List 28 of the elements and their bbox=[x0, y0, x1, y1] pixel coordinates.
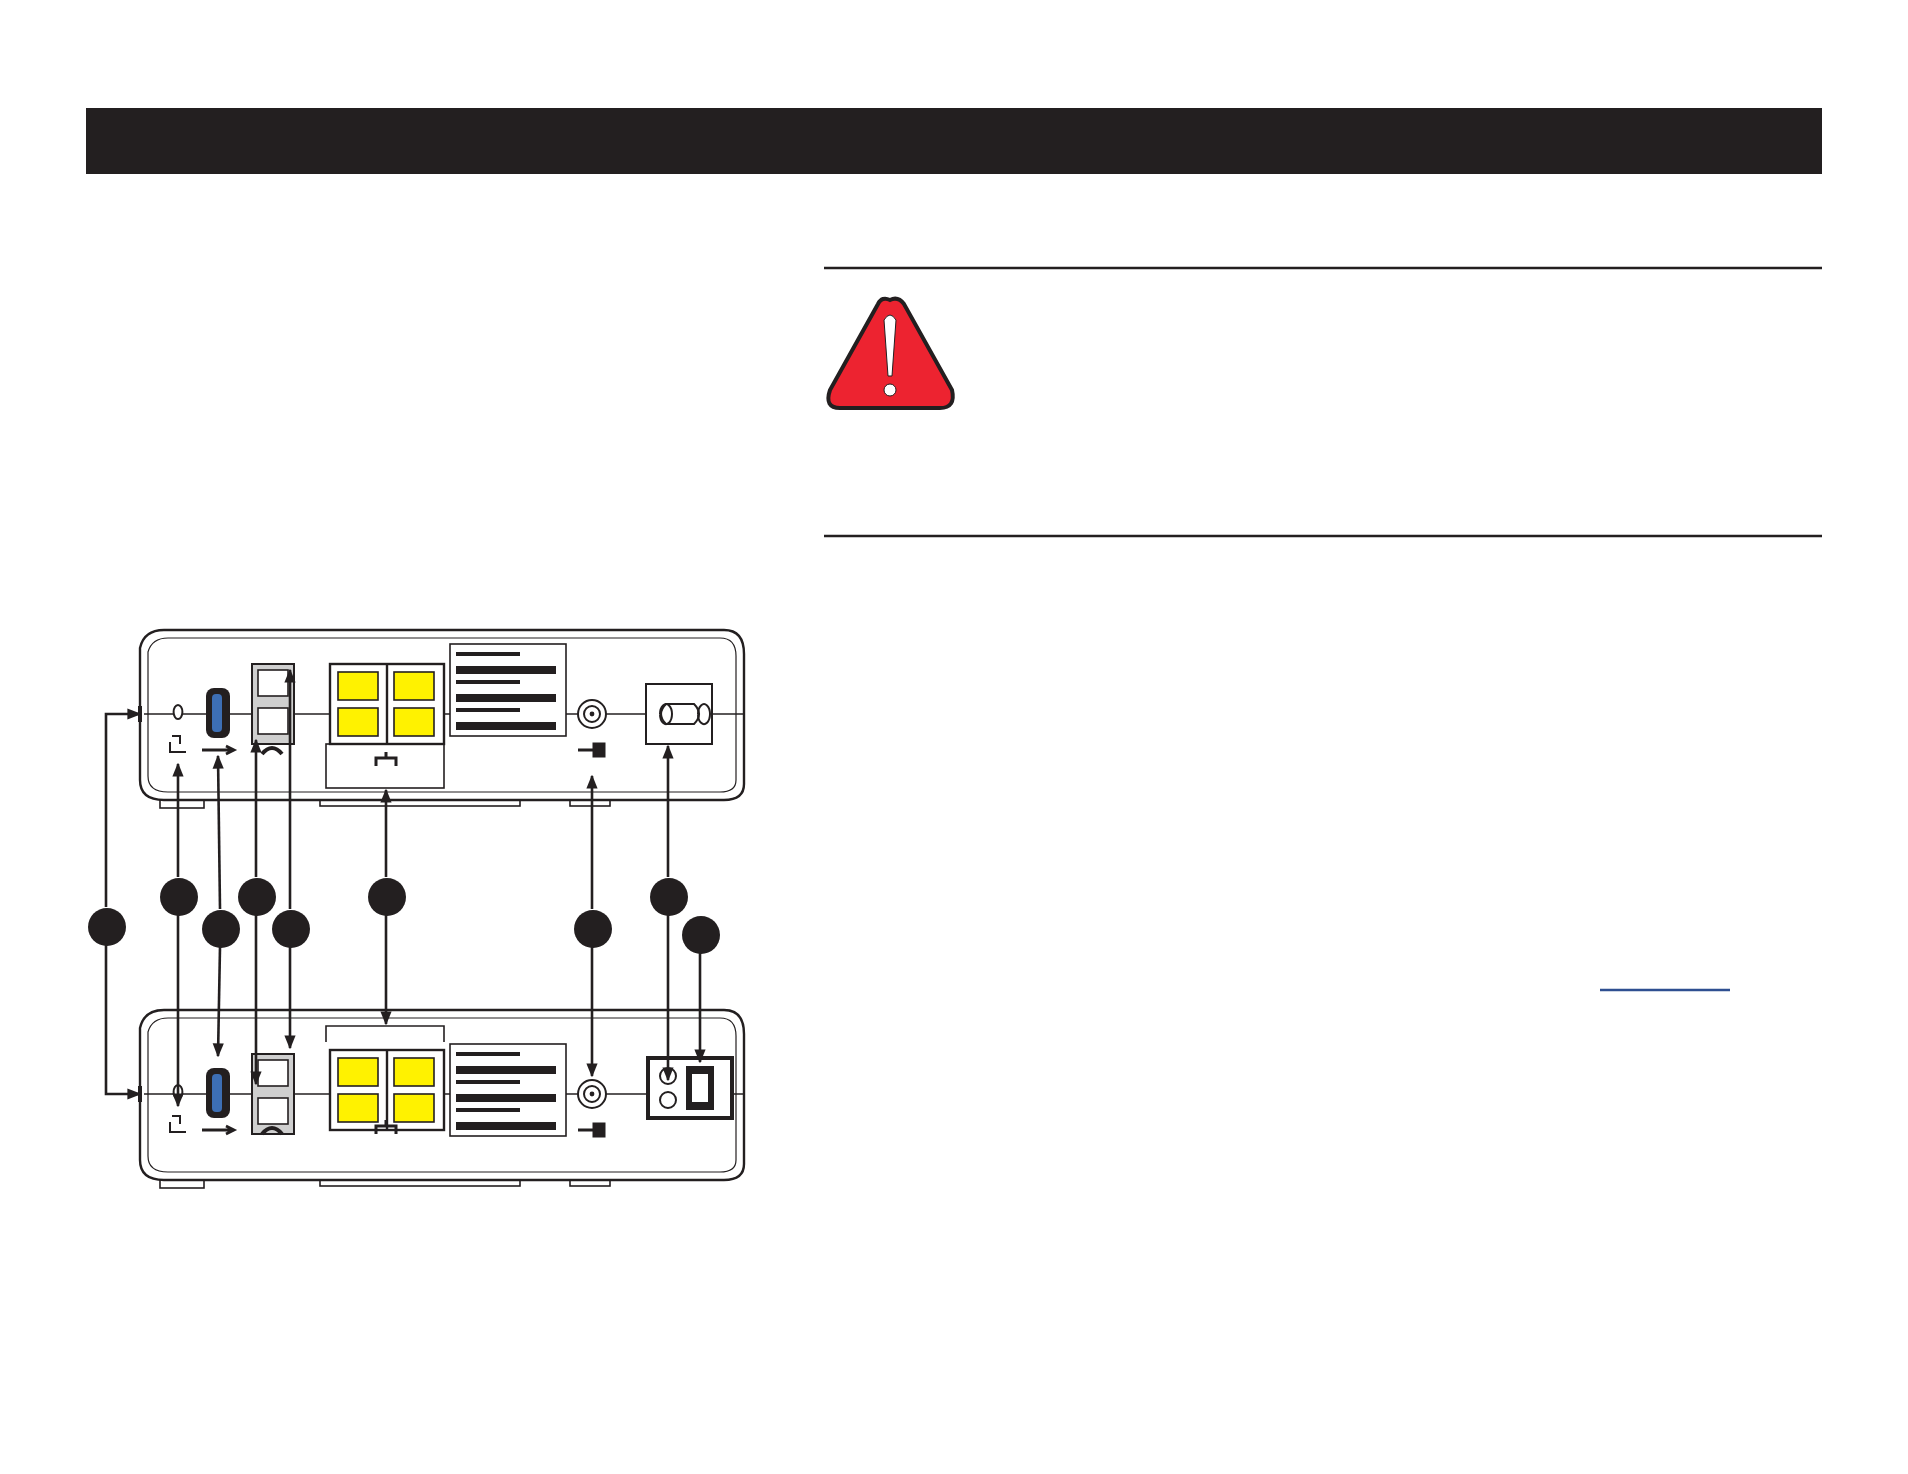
leader-line bbox=[250, 915, 262, 1086]
callout-circle bbox=[271, 909, 309, 947]
callout-circle bbox=[573, 909, 611, 947]
leader-line bbox=[284, 668, 296, 909]
leader-line bbox=[380, 788, 392, 877]
leader-line bbox=[586, 947, 598, 1078]
device-rear-panel-drawing bbox=[138, 628, 746, 809]
leader-line bbox=[662, 744, 674, 877]
leader-line bbox=[172, 762, 184, 877]
leader-line bbox=[104, 945, 142, 1100]
callout-circle bbox=[159, 877, 197, 915]
leader-line bbox=[250, 738, 262, 877]
leader-line bbox=[662, 915, 674, 1082]
callout-circle bbox=[201, 909, 239, 947]
callout-circle bbox=[649, 877, 687, 915]
leader-line bbox=[284, 947, 296, 1050]
leader-line bbox=[212, 946, 224, 1058]
leader-line bbox=[586, 774, 598, 909]
device-rear-panel-drawing bbox=[138, 1008, 746, 1189]
callout-circle bbox=[681, 915, 719, 953]
callout-circle bbox=[237, 877, 275, 915]
leader-line bbox=[212, 754, 224, 909]
callout-circle bbox=[367, 877, 405, 915]
leader-line bbox=[694, 953, 706, 1064]
leader-line bbox=[104, 708, 142, 907]
leader-line bbox=[380, 915, 392, 1026]
leader-line bbox=[172, 915, 184, 1108]
callout-circle bbox=[87, 907, 125, 945]
